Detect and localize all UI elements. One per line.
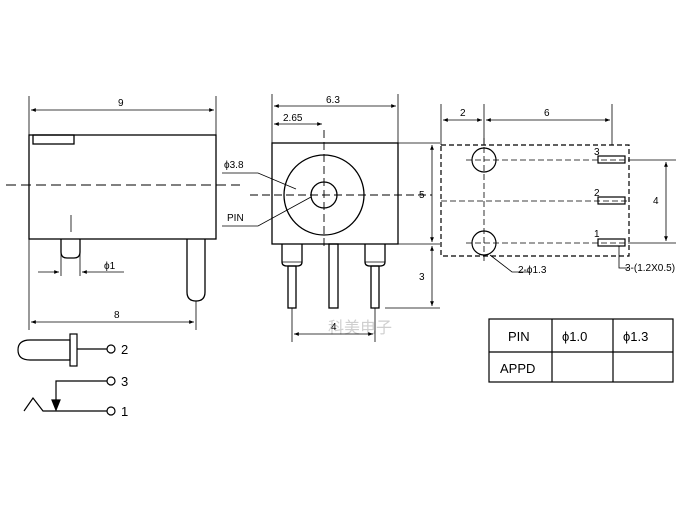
schematic-pin-3: 3 — [121, 374, 128, 389]
front-pin-right-shoulder — [364, 244, 386, 267]
table-row-appd: APPD — [500, 361, 535, 376]
terminal-3 — [106, 376, 116, 386]
pin-table — [488, 318, 674, 383]
dim-text-phi1: ϕ1 — [104, 261, 116, 272]
schematic-sleeve-1 — [23, 396, 107, 412]
slot-pin-2 — [597, 196, 626, 205]
side-view — [6, 96, 240, 330]
front-view — [222, 94, 440, 342]
dim-text-8: 8 — [114, 310, 120, 321]
front-pin-center — [328, 243, 339, 309]
side-top-tab — [32, 134, 75, 145]
dim-text-2: 2 — [460, 108, 466, 119]
leader-3-slot — [618, 246, 628, 269]
footprint-outline — [440, 144, 630, 257]
schematic — [17, 333, 116, 416]
label-pin: PIN — [227, 213, 244, 224]
dim-text-6: 6 — [544, 108, 550, 119]
label-phi3-8: ϕ3.8 — [224, 160, 244, 171]
table-header-phi1-3: ϕ1.3 — [623, 329, 648, 344]
dim-text-5: 5 — [419, 190, 425, 201]
slot-pin-3 — [597, 155, 626, 164]
front-pin-left-shoulder — [281, 244, 303, 267]
table-header-pin: PIN — [508, 329, 530, 344]
schematic-plug — [17, 339, 71, 361]
dim-text-4-front: 4 — [331, 322, 337, 333]
dim-text-6-3: 6.3 — [326, 95, 340, 106]
dim-text-9: 9 — [118, 98, 124, 109]
label-2-phi1-3: 2-ϕ1.3 — [518, 265, 547, 276]
dim-text-2-65: 2.65 — [283, 113, 303, 124]
side-long-pin — [186, 239, 206, 302]
schematic-plug-collar — [69, 333, 78, 367]
front-pin-right — [370, 265, 380, 309]
schematic-pin-1: 1 — [121, 404, 128, 419]
dim-text-3-front: 3 — [419, 272, 425, 283]
terminal-1 — [106, 406, 116, 416]
label-3-slot: 3-(1.2X0.5) — [625, 263, 675, 274]
dim-text-4-bottom: 4 — [653, 196, 659, 207]
bottom-view — [440, 104, 676, 273]
side-body-outline — [28, 134, 217, 240]
schematic-contact-3 — [55, 380, 107, 405]
table-header-phi1-0: ϕ1.0 — [562, 329, 587, 344]
terminal-2 — [106, 344, 116, 354]
leader-pin — [222, 196, 312, 227]
pin-number-2: 2 — [594, 188, 600, 199]
pin-number-3: 3 — [594, 147, 600, 158]
slot-pin-1 — [597, 238, 626, 247]
front-pin-left — [287, 265, 297, 309]
front-body-outline — [271, 142, 399, 245]
leader-2-phi1-3 — [489, 254, 530, 273]
leader-phi3-8 — [222, 172, 297, 190]
pin-number-1: 1 — [594, 229, 600, 240]
schematic-pin-2: 2 — [121, 342, 128, 357]
side-small-pin — [60, 239, 81, 259]
